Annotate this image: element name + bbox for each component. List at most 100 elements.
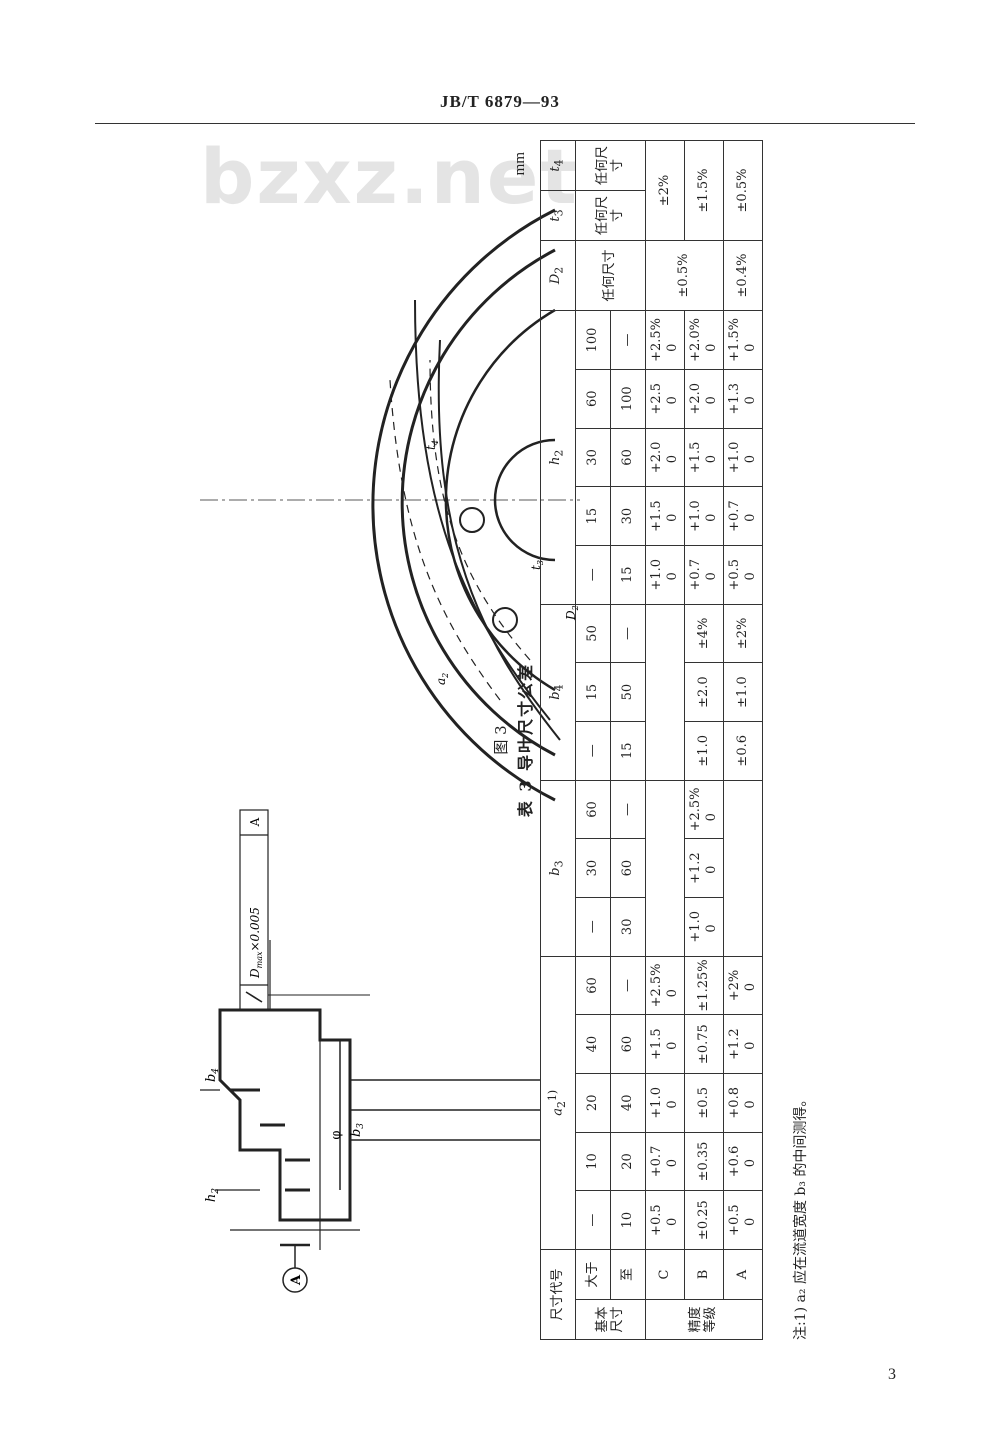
table-caption: 表 3 导叶尺寸公差 <box>516 662 535 818</box>
grade-c: C <box>645 1249 685 1300</box>
dim-b3: b3 <box>349 1123 366 1137</box>
header-row-above: 基本尺寸 大于 — 10 20 40 60 — 30 60 — 15 50 — … <box>575 140 646 1340</box>
tolerance-table: 尺寸代号 a21) b3 b4 h2 D2 t3 t4 基本尺寸 大于 — 10… <box>540 140 763 1340</box>
table-unit: mm <box>512 152 528 176</box>
b3-upto: 30 <box>610 897 646 957</box>
figure-caption: 图 3 <box>492 725 510 755</box>
b3-above: 30 <box>575 838 611 898</box>
h2-above: 15 <box>575 486 611 546</box>
upto-label: 至 <box>610 1249 646 1300</box>
grade-b: B <box>684 1249 724 1300</box>
h2-above: 30 <box>575 428 611 487</box>
group-b4: b4 <box>540 604 576 781</box>
b3-b-3: +2.5%0 <box>684 780 724 839</box>
h2-c-5: +2.5%0 <box>645 310 685 370</box>
b4-a-1: ±0.6 <box>723 721 763 781</box>
a2-upto: 10 <box>610 1190 646 1250</box>
a2-b-2: ±0.35 <box>684 1132 724 1191</box>
dim-t4: t4 <box>424 440 440 450</box>
basic-size-label: 基本尺寸 <box>575 1299 646 1340</box>
datum-a-symbol: A <box>280 1243 310 1293</box>
h2-a-5: +1.5%0 <box>723 310 763 370</box>
gdt-datum: A <box>248 817 262 827</box>
header-row-upto: 至 10 20 40 60 — 30 60 — 15 50 — 15 30 60… <box>610 141 646 1340</box>
b4-a-2: ±1.0 <box>723 662 763 722</box>
t3-any-size: 任何尺寸 <box>575 190 646 241</box>
datum-label: A <box>289 1274 304 1286</box>
dim-phi: φ <box>329 1130 344 1139</box>
rotated-content: A φ h2 b4 b3 Dmax×0.005 A <box>100 140 820 1340</box>
b4-b-1: ±1.0 <box>684 721 724 781</box>
a2-b-4: ±0.75 <box>684 1014 724 1074</box>
dim-h2: h2 <box>204 1188 221 1202</box>
h2-above: 60 <box>575 369 611 429</box>
t4-any-size: 任何尺寸 <box>575 140 646 191</box>
a2-upto: — <box>610 956 646 1015</box>
above-label: 大于 <box>575 1249 611 1300</box>
a2-upto: 60 <box>610 1014 646 1074</box>
h2-upto: — <box>610 310 646 370</box>
b4-a-3: ±2% <box>723 604 763 663</box>
a2-b-5: ±1.25% <box>684 956 724 1015</box>
group-b3: b3 <box>540 780 576 957</box>
h2-b-5: +2.0%0 <box>684 310 724 370</box>
grade-a: A <box>723 1249 763 1300</box>
D2-cb: ±0.5% <box>645 240 724 311</box>
b3-upto: — <box>610 780 646 839</box>
table-footnote: 注:1) a₂ 应在流道宽度 b₃ 的中间测得。 <box>793 1092 809 1340</box>
a2-above: 10 <box>575 1132 611 1191</box>
a2-upto: 40 <box>610 1073 646 1133</box>
D2-any-size: 任何尺寸 <box>575 240 646 311</box>
b4-above: 15 <box>575 662 611 722</box>
t3-t4-a: ±0.5% <box>723 140 763 241</box>
h2-upto: 30 <box>610 486 646 546</box>
b4-b-2: ±2.0 <box>684 662 724 722</box>
gdt-tolerance: Dmax×0.005 <box>248 907 264 979</box>
header-rule <box>95 123 915 124</box>
group-t4: t4 <box>540 140 576 191</box>
dim-a2: a2 <box>434 673 450 685</box>
a2-above: 20 <box>575 1073 611 1133</box>
h2-upto: 60 <box>610 428 646 487</box>
a2-above: — <box>575 1190 611 1250</box>
a2-above: 60 <box>575 956 611 1015</box>
t3-t4-b: ±1.5% <box>684 140 724 241</box>
b4-c-empty <box>645 604 685 781</box>
group-h2: h2 <box>540 310 576 605</box>
b4-above: 50 <box>575 604 611 663</box>
b4-upto: 50 <box>610 662 646 722</box>
dim-D2: D2 <box>564 605 580 621</box>
D2-a: ±0.4% <box>723 240 763 311</box>
dim-b4: b4 <box>204 1068 221 1082</box>
dim-t3: t3 <box>529 560 545 570</box>
header-row-code: 尺寸代号 a21) b3 b4 h2 D2 t3 t4 <box>540 140 576 1340</box>
a2-a-5: +2%0 <box>723 956 763 1015</box>
section-outline <box>218 1008 352 1222</box>
a2-c-5: +2.5%0 <box>645 956 685 1015</box>
section-inner-3 <box>350 1079 540 1141</box>
code-label: 尺寸代号 <box>540 1249 576 1340</box>
group-a2: a21) <box>540 956 576 1250</box>
gdt-frame: Dmax×0.005 A <box>239 809 370 1011</box>
b4-above: — <box>575 721 611 781</box>
b4-upto: 15 <box>610 721 646 781</box>
b4-upto: — <box>610 604 646 663</box>
h2-upto: 100 <box>610 369 646 429</box>
b3-a-empty <box>723 780 763 957</box>
